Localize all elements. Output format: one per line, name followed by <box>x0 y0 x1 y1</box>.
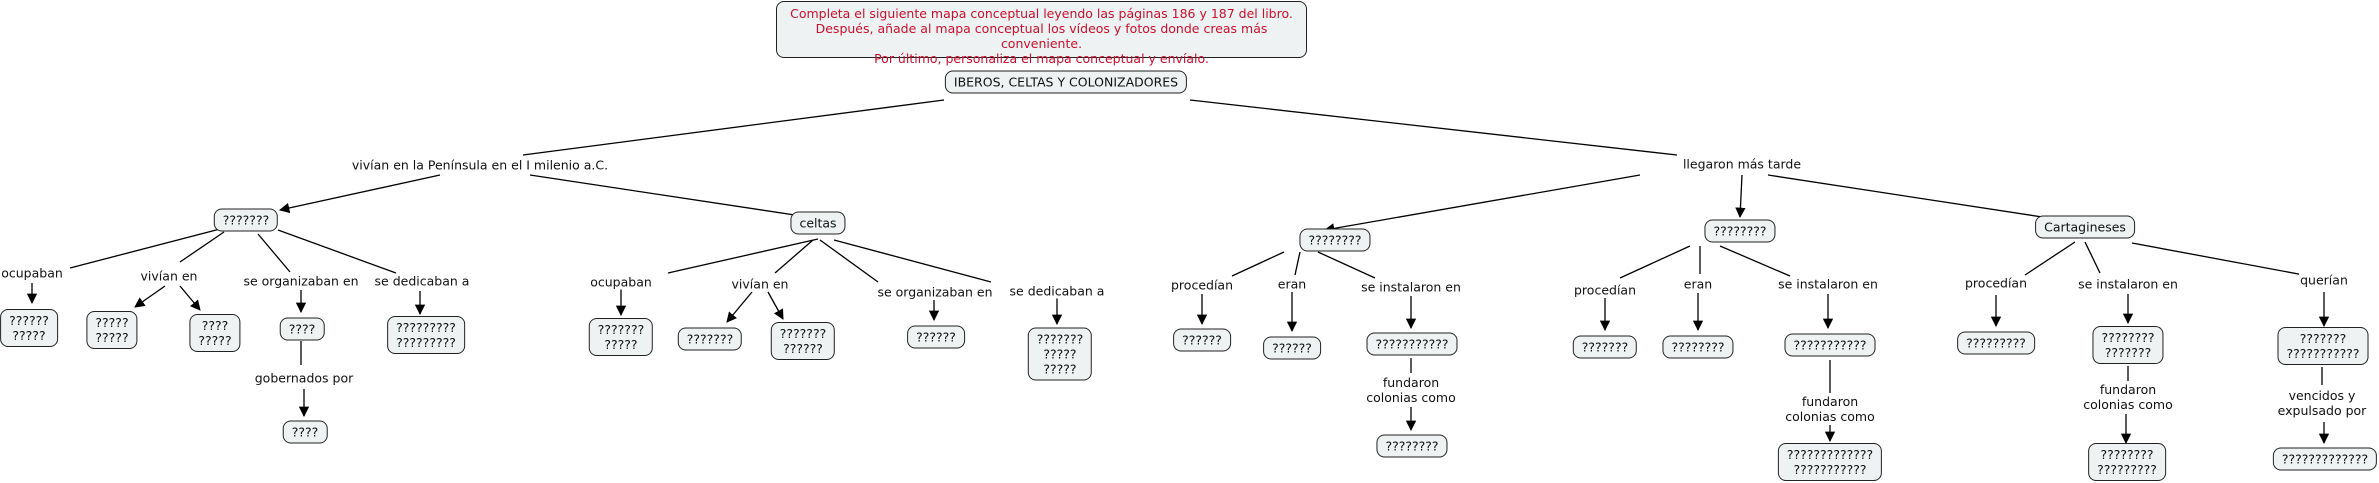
arrow <box>1323 174 1641 234</box>
concept-cartagineses[interactable]: Cartagineses <box>2035 215 2135 239</box>
connector <box>1189 99 1678 156</box>
arrow <box>767 291 784 320</box>
concept-iberos-vivian-a[interactable]: ????? ????? <box>86 311 138 349</box>
connector <box>667 238 819 274</box>
concept-cartagineses-vencidos[interactable]: ????????????? <box>2272 447 2378 471</box>
concept-celtas-organizaban[interactable]: ?????? <box>907 325 965 349</box>
concept-col2-procedian[interactable]: ??????? <box>1572 335 1638 359</box>
root-concept[interactable]: IBEROS, CELTAS Y COLONIZADORES <box>944 70 1188 94</box>
link-label-procedian: procedían <box>1170 277 1234 293</box>
instruction-line: Completa el siguiente mapa conceptual le… <box>790 6 1293 21</box>
connector <box>1719 245 1791 277</box>
connector <box>69 228 221 269</box>
concept-col2-fundaron[interactable]: ????????????? ??????????? <box>1777 443 1883 481</box>
concept-iberos-vivian-b[interactable]: ???? ????? <box>189 314 241 352</box>
connector <box>819 239 879 283</box>
arrow <box>726 291 753 323</box>
concept-col1-instalaron[interactable]: ??????????? <box>1366 332 1458 356</box>
link-label-vivian-en: vivían en <box>730 276 790 292</box>
concept-iberos-dedicaban[interactable]: ????????? ????????? <box>387 316 465 354</box>
link-label-llegaron: llegaron más tarde <box>1681 156 1803 172</box>
link-label-fundaron: fundaron colonias como <box>1784 394 1876 424</box>
concept-colonizador-2[interactable]: ???????? <box>1704 219 1776 243</box>
connector <box>2131 242 2321 279</box>
link-label-eran: eran <box>1682 276 1714 292</box>
link-label-fundaron: fundaron colonias como <box>2082 382 2174 412</box>
concept-celtas-ocupaban[interactable]: ??????? ????? <box>588 318 654 356</box>
instruction-line: Después, añade al mapa conceptual los ví… <box>815 21 1268 51</box>
concept-col2-instalaron[interactable]: ??????????? <box>1784 333 1876 357</box>
link-label-procedian: procedían <box>1964 275 2028 291</box>
link-label-dedicaban: se dedicaban a <box>1008 283 1106 299</box>
concept-celtas-vivian-b[interactable]: ??????? ?????? <box>770 322 836 360</box>
connector <box>2084 241 2101 274</box>
arrow <box>1767 174 2077 226</box>
link-label-organizaban: se organizaban en <box>242 273 360 289</box>
arrow <box>529 174 830 224</box>
connector <box>1317 251 1376 279</box>
link-label-vivian-en: vivían en <box>139 268 199 284</box>
concept-celtas[interactable]: celtas <box>790 211 846 235</box>
concept-iberos[interactable]: ??????? <box>213 208 279 232</box>
connector <box>257 233 291 273</box>
link-label-instalaron: se instalaron en <box>1777 276 1879 292</box>
concept-cartagineses-querian[interactable]: ??????? ??????????? <box>2277 327 2369 365</box>
connector <box>1231 251 1285 277</box>
link-label-querian: querían <box>2299 272 2349 288</box>
link-label-vivian-peninsula: vivían en la Península en el I milenio a… <box>350 157 610 173</box>
arrow <box>179 285 201 311</box>
concept-iberos-ocupaban[interactable]: ?????? ????? <box>0 309 58 347</box>
concept-cartagineses-instalaron[interactable]: ???????? ??????? <box>2092 326 2164 364</box>
connector <box>1294 251 1301 276</box>
connector <box>774 239 814 274</box>
connector <box>2024 241 2076 276</box>
link-label-eran: eran <box>1276 276 1308 292</box>
link-label-vencidos: vencidos y expulsado por <box>2276 388 2368 418</box>
connector <box>833 239 992 283</box>
link-label-organizaban: se organizaban en <box>876 284 994 300</box>
link-label-procedian: procedían <box>1573 282 1637 298</box>
link-label-instalaron: se instalaron en <box>1360 279 1462 295</box>
concept-col2-eran[interactable]: ???????? <box>1662 335 1734 359</box>
link-label-fundaron: fundaron colonias como <box>1365 375 1457 405</box>
link-label-gobernados: gobernados por <box>253 370 355 386</box>
concept-colonizador-1[interactable]: ???????? <box>1299 228 1371 252</box>
concept-col1-fundaron[interactable]: ???????? <box>1376 434 1448 458</box>
concept-col1-procedian[interactable]: ?????? <box>1173 328 1231 352</box>
link-label-dedicaban: se dedicaban a <box>373 273 471 289</box>
arrow <box>134 285 166 308</box>
connector <box>277 229 397 274</box>
arrow <box>278 174 441 214</box>
connector <box>179 231 225 263</box>
link-label-ocupaban: ocupaban <box>0 265 64 281</box>
concept-celtas-dedicaban[interactable]: ??????? ????? ????? <box>1027 327 1093 381</box>
concept-cartagineses-fundaron[interactable]: ???????? ????????? <box>2088 443 2166 481</box>
concept-col1-eran[interactable]: ?????? <box>1263 336 1321 360</box>
instruction-line: Por último, personaliza el mapa conceptu… <box>874 51 1209 66</box>
instructions-box: Completa el siguiente mapa conceptual le… <box>776 1 1307 66</box>
concept-celtas-vivian-a[interactable]: ??????? <box>677 327 743 351</box>
arrow <box>1735 174 1746 219</box>
connector <box>1619 245 1691 279</box>
concept-cartagineses-procedian[interactable]: ????????? <box>1957 331 2035 355</box>
link-label-instalaron: se instalaron en <box>2077 276 2179 292</box>
concept-iberos-organizaban[interactable]: ???? <box>279 317 325 341</box>
concept-iberos-gobernados[interactable]: ???? <box>282 420 328 444</box>
connector <box>522 99 945 156</box>
link-label-ocupaban: ocupaban <box>589 274 653 290</box>
